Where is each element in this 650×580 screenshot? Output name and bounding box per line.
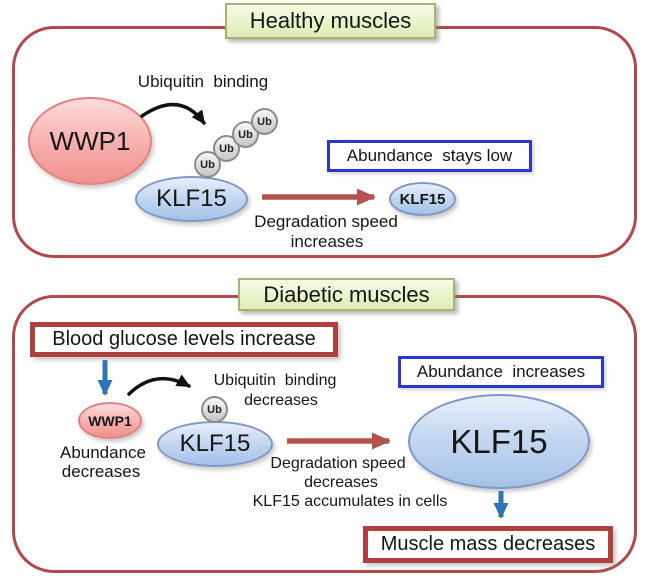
klf15-label-diabetic: KLF15 bbox=[179, 430, 251, 457]
klf15-large-ellipse: KLF15 bbox=[408, 394, 590, 489]
klf15-ellipse-diabetic: KLF15 bbox=[157, 421, 273, 467]
ub-circle-4: Ub bbox=[251, 108, 278, 135]
ubiquitin-binding-label: Ubiquitin binding bbox=[137, 72, 269, 91]
abundance-stays-low-box: Abundance stays low bbox=[327, 140, 532, 172]
ubiquitin-binding-decreases-label-line2: decreases bbox=[244, 392, 318, 409]
blood-glucose-box: Blood glucose levels increase bbox=[30, 322, 338, 357]
diabetic-muscles-title-label: Diabetic muscles bbox=[263, 281, 430, 307]
abundance-label: Abundance bbox=[59, 443, 147, 462]
healthy-muscles-title-label: Healthy muscles bbox=[249, 8, 412, 33]
klf15-accumulates-label: KLF15 accumulates in cells bbox=[252, 493, 448, 510]
abundance-increases-label: Abundance increases bbox=[416, 362, 586, 381]
ub-label-4: Ub bbox=[257, 115, 272, 128]
degradation-increases-label: increases bbox=[290, 232, 364, 251]
wwp1-label-diabetic: WWP1 bbox=[88, 412, 132, 429]
degradation-speed-label-diabetic: Degradation speed bbox=[270, 455, 406, 472]
wwp1-ellipse-diabetic: WWP1 bbox=[78, 402, 142, 439]
klf15-large-label: KLF15 bbox=[450, 423, 548, 460]
klf15-small-ellipse: KLF15 bbox=[389, 182, 456, 216]
degradation-speed-label-healthy: Degradation speed bbox=[254, 212, 398, 231]
muscle-mass-decreases-label: Muscle mass decreases bbox=[380, 533, 596, 555]
muscle-mass-decreases-box: Muscle mass decreases bbox=[363, 526, 613, 563]
ub-circle-diabetic: Ub bbox=[201, 396, 228, 423]
ub-label-1: Ub bbox=[200, 158, 215, 171]
wwp1-label-healthy: WWP1 bbox=[49, 126, 131, 156]
klf15-small-label: KLF15 bbox=[399, 190, 446, 208]
ub-label-diabetic: Ub bbox=[207, 403, 222, 416]
abundance-stays-low-label: Abundance stays low bbox=[346, 146, 513, 165]
klf15-label-healthy: KLF15 bbox=[156, 185, 227, 212]
wwp1-ellipse-healthy: WWP1 bbox=[28, 97, 152, 185]
diabetic-muscles-title: Diabetic muscles bbox=[238, 278, 455, 311]
ub-label-2: Ub bbox=[219, 142, 234, 155]
blood-glucose-label: Blood glucose levels increase bbox=[52, 328, 316, 350]
ub-label-3: Ub bbox=[238, 128, 253, 141]
abundance-increases-box: Abundance increases bbox=[398, 356, 604, 388]
ubiquitin-binding-decreases-label-line1: Ubiquitin binding bbox=[213, 372, 337, 389]
abundance-decreases-label: decreases bbox=[61, 462, 141, 481]
degradation-decreases-label: decreases bbox=[304, 474, 378, 491]
healthy-muscles-title: Healthy muscles bbox=[225, 3, 436, 39]
klf15-ellipse-healthy: KLF15 bbox=[135, 176, 248, 222]
